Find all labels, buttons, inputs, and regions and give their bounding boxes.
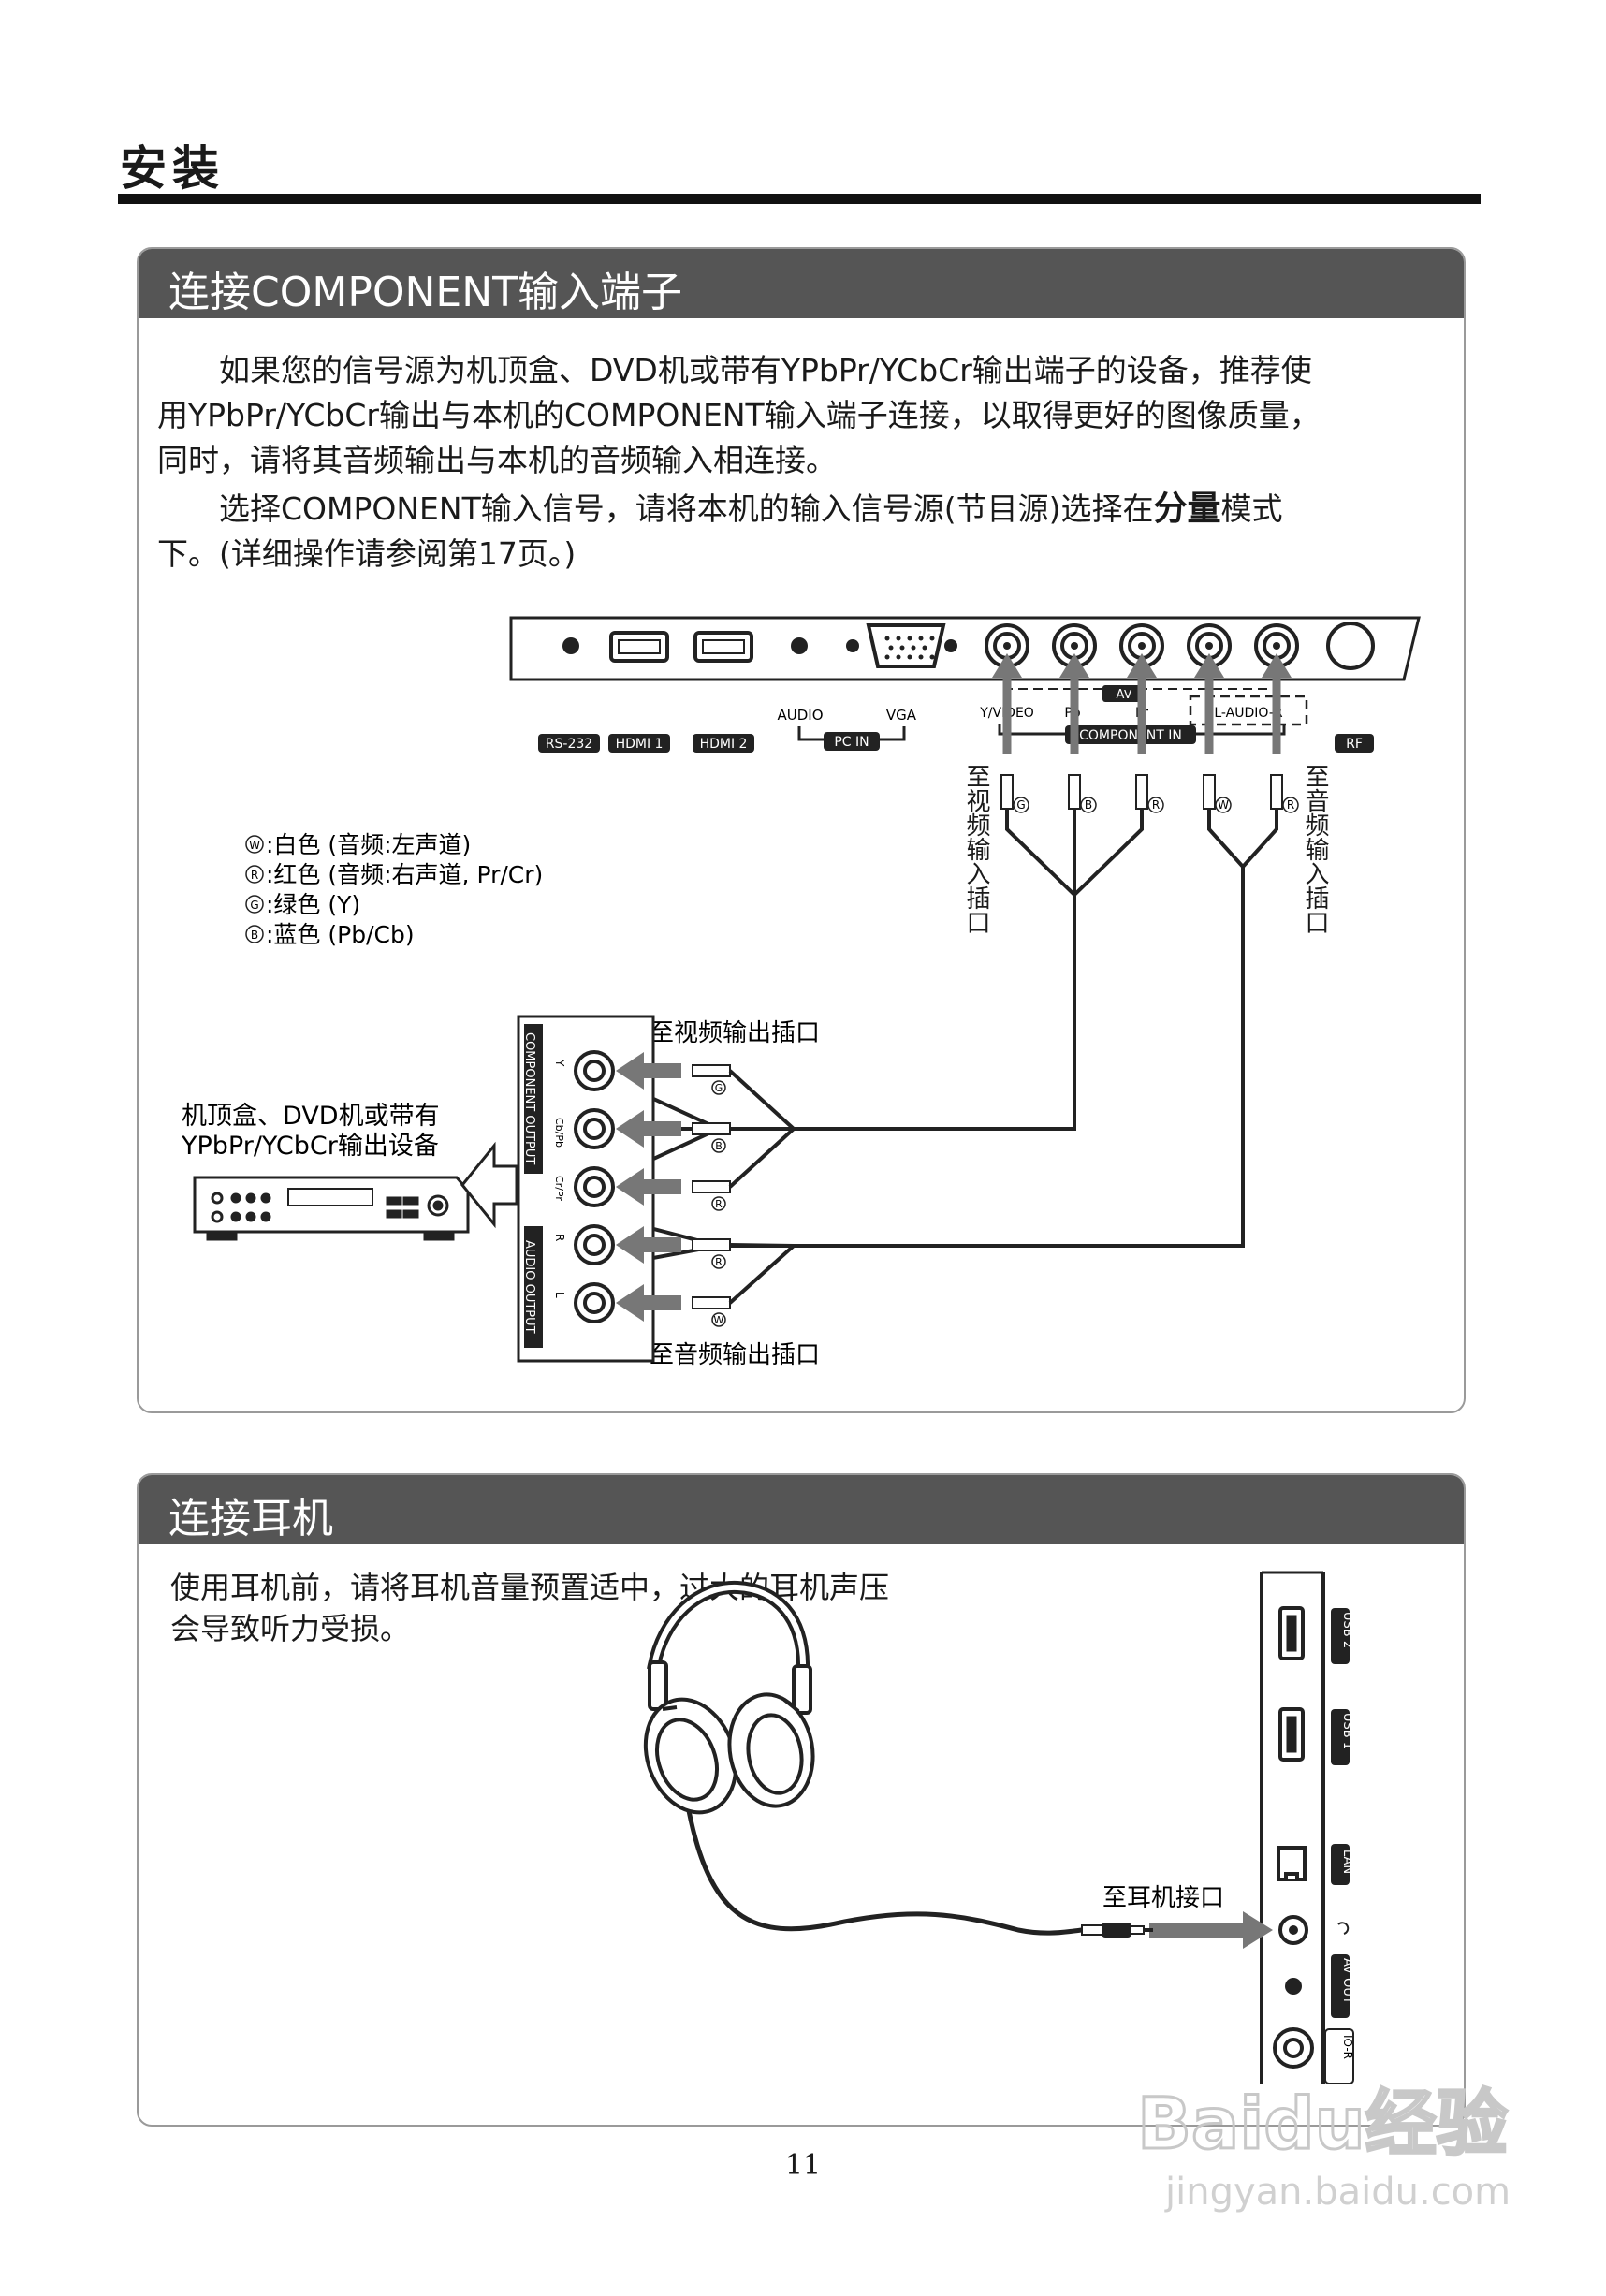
section-title-2: 连接耳机	[168, 1495, 333, 1543]
component-output-label: COMPONENT OUTPUT	[522, 1032, 536, 1165]
select-paragraph-cont: 下。(详细操作请参阅第17页。)	[157, 532, 1449, 577]
hdmi2-label: HDMI 2	[700, 737, 748, 752]
legend-blue: :蓝色 (Pb/Cb)	[266, 921, 415, 948]
intro-paragraph: 如果您的信号源为机顶盒、DVD机或带有YPbPr/YCbCr输出端子的设备，推荐…	[157, 348, 1449, 393]
page-number: 11	[784, 2149, 822, 2182]
svg-text:B: B	[251, 929, 258, 942]
device-label-line1: 机顶盒、DVD机或带有	[182, 1102, 440, 1131]
select-line-1-end: 模式	[1220, 490, 1283, 527]
rca-jack-audio-l-icon	[1187, 623, 1232, 668]
rca-jack-y-icon	[985, 623, 1029, 668]
audio-output-label: AUDIO OUTPUT	[522, 1240, 536, 1334]
l-audio-r-label: L-AUDIO-R	[1214, 706, 1282, 721]
svg-text:G: G	[250, 899, 258, 912]
legend-red: :红色 (音频:右声道, Pr/Cr)	[266, 861, 543, 888]
av-label: AV	[1117, 688, 1132, 702]
headphone-symbol-icon	[1337, 1922, 1350, 1935]
component-section: 连接COMPONENT输入端子 如果您的信号源为机顶盒、DVD机或带有YPbPr…	[137, 247, 1466, 1413]
svg-text:W: W	[1218, 798, 1229, 812]
headphone-diagram: USB 2 USB 1 LAN AV OUT IO-R 至耳机接口	[643, 1571, 1354, 2084]
to-video-output-label: 至视频输出插口	[650, 1019, 820, 1047]
svg-text:B: B	[1085, 798, 1092, 812]
pc-in-label: PC IN	[834, 735, 869, 750]
device-arrow-icon	[460, 1141, 518, 1229]
color-legend: W :白色 (音频:左声道) R :红色 (音频:右声道, Pr/Cr) G :…	[245, 831, 543, 948]
svg-text:R: R	[1152, 798, 1160, 812]
intro-line-2: 用YPbPr/YCbCr输出与本机的COMPONENT输入端子连接，以取得更好的…	[157, 397, 1321, 433]
headphone-plug-icon	[1081, 1923, 1153, 1938]
usb2-label: USB 2	[1340, 1612, 1354, 1648]
svg-text:B: B	[715, 1140, 723, 1152]
svg-text:R: R	[715, 1198, 723, 1210]
svg-text:W: W	[714, 1314, 724, 1326]
mode-emphasis: 分量	[1153, 490, 1221, 528]
lan-label: LAN	[1340, 1850, 1354, 1874]
intro-paragraph-cont: 用YPbPr/YCbCr输出与本机的COMPONENT输入端子连接，以取得更好的…	[157, 393, 1449, 483]
output-arrows	[616, 1052, 681, 1322]
svg-text:R: R	[251, 869, 258, 882]
av-out-port-icon	[1285, 1978, 1302, 1995]
section-header-bar: 连接COMPONENT输入端子	[139, 249, 1464, 318]
svg-text:G: G	[715, 1082, 723, 1094]
hdmi1-label: HDMI 1	[616, 737, 664, 752]
watermark-url: jingyan.baidu.com	[1164, 2171, 1511, 2214]
av-out-label: AV OUT	[1340, 1958, 1354, 2004]
svg-text:G: G	[1016, 798, 1025, 812]
y-output-label: Y	[553, 1059, 566, 1067]
page-title: 安装	[120, 140, 225, 196]
audio-partial-label: IO-R	[1341, 2035, 1354, 2059]
to-audio-input-text: 至音频输入插口	[1301, 764, 1329, 970]
pc-audio-port-icon	[791, 637, 808, 654]
to-audio-output-label: 至音频输出插口	[650, 1341, 820, 1369]
component-connection-diagram: RS-232 HDMI 1 HDMI 2 AUDIO VGA PC IN Y/V…	[181, 616, 1421, 1369]
device-label-line2: YPbPr/YCbCr输出设备	[181, 1132, 439, 1161]
headphones-icon	[643, 1580, 815, 1815]
svg-text:R: R	[715, 1256, 723, 1268]
rf-port-icon	[1326, 622, 1375, 670]
vga-port-icon	[866, 623, 946, 668]
usb2-port-icon	[1278, 1606, 1305, 1660]
l-output-label: L	[553, 1292, 566, 1298]
rs232-port-icon	[562, 637, 579, 654]
to-headphone-label: 至耳机接口	[1102, 1884, 1224, 1912]
intro-line-3: 同时，请将其音频输出与本机的音频输入相连接。	[157, 442, 837, 478]
cb-output-label: Cb/Pb	[553, 1118, 565, 1148]
usb1-label: USB 1	[1340, 1713, 1354, 1749]
select-line-2: 下。(详细操作请参阅第17页。)	[157, 535, 577, 572]
cr-output-label: Cr/Pr	[553, 1176, 565, 1201]
tv-side-plugs	[1000, 774, 1283, 810]
section-header-bar-2: 连接耳机	[139, 1475, 1464, 1544]
headphone-warning: 使用耳机前，请将耳机音量预置适中，过大的耳机声压 会导致听力受损。	[170, 1567, 1013, 1649]
lan-port-icon	[1277, 1846, 1307, 1881]
to-video-input-text: 至视频输入插口	[962, 764, 990, 970]
vga-label: VGA	[886, 707, 917, 724]
input-arrows	[992, 653, 1292, 754]
r-output-label: R	[553, 1234, 566, 1241]
svg-text:W: W	[249, 839, 260, 852]
component-in-label: COMPONENT IN	[1079, 728, 1182, 743]
usb1-port-icon	[1278, 1707, 1305, 1762]
watermark-brand: Baidu经验	[1137, 2083, 1508, 2165]
rf-label: RF	[1346, 737, 1363, 752]
select-line-1: 选择COMPONENT输入信号，请将本机的输入信号源(节目源)选择在	[219, 490, 1154, 527]
watermark-logo: Baidu经验 jingyan.baidu.com	[1136, 2081, 1530, 2236]
tv-side-panel	[1260, 1571, 1325, 2084]
rs232-label: RS-232	[546, 737, 592, 752]
intro-line-1: 如果您的信号源为机顶盒、DVD机或带有YPbPr/YCbCr输出端子的设备，推荐…	[219, 352, 1312, 388]
headphone-cable	[679, 1764, 1083, 1936]
dvd-player-icon	[193, 1176, 470, 1241]
legend-white: :白色 (音频:左声道)	[266, 831, 471, 858]
rca-jack-pb-icon	[1052, 623, 1097, 668]
headphone-arrow-icon	[1149, 1911, 1273, 1949]
legend-green: :绿色 (Y)	[266, 891, 360, 918]
headphone-jack-icon	[1278, 1915, 1308, 1945]
headphone-warning-line2: 会导致听力受损。	[170, 1611, 411, 1646]
audio-rca-port-icon	[1273, 2027, 1314, 2069]
select-paragraph: 选择COMPONENT输入信号，请将本机的输入信号源(节目源)选择在分量模式	[157, 487, 1449, 532]
svg-text:R: R	[1287, 798, 1294, 812]
title-divider	[118, 194, 1481, 204]
section-title: 连接COMPONENT输入端子	[168, 269, 682, 316]
headphone-section: 连接耳机 使用耳机前，请将耳机音量预置适中，过大的耳机声压 会导致听力受损。	[137, 1473, 1466, 2127]
pc-audio-label: AUDIO	[777, 707, 823, 724]
